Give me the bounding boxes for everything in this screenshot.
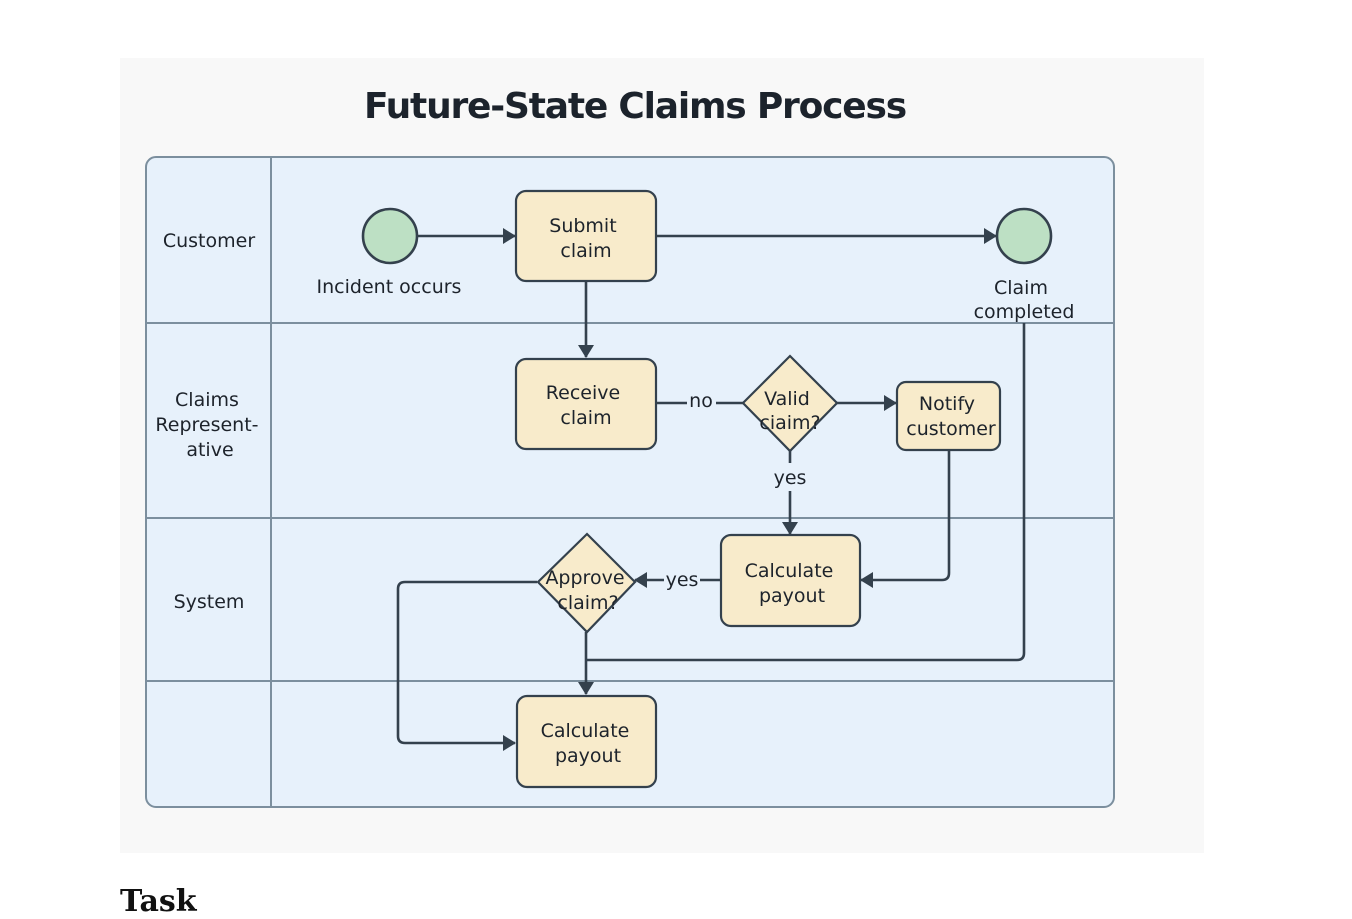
lane-label-customer: Customer	[163, 230, 255, 252]
edge-label-no: no	[689, 390, 713, 412]
pool	[145, 156, 1115, 808]
task-label-line: Calculate	[541, 720, 630, 742]
gateway-label-line: Valid	[764, 388, 810, 410]
task-calculate-payout-final[interactable]	[515, 694, 658, 789]
start-event-incident[interactable]	[361, 207, 419, 265]
task-label-line: Calculate	[745, 560, 834, 582]
end-event-claim-completed[interactable]	[995, 207, 1053, 265]
gateway-approve-claim[interactable]	[536, 532, 637, 634]
event-label-line: completed	[974, 301, 1075, 323]
flow-approve-loop-to-calc2[interactable]	[396, 580, 537, 751]
lane-label-line: Claims	[175, 389, 239, 411]
edge-label-yes: yes	[774, 467, 807, 489]
lane-label-system: System	[174, 591, 245, 613]
lane-label-line: Customer	[163, 230, 255, 252]
lane-label-line: Represent-	[155, 414, 258, 436]
task-label-line: Receive	[546, 382, 620, 404]
task-label-line: payout	[555, 745, 621, 767]
flow-notify-to-calc1[interactable]	[860, 451, 951, 588]
task-label-line: customer	[906, 418, 996, 440]
next-section-heading: Task	[120, 884, 197, 919]
task-label-line: payout	[759, 585, 825, 607]
lane-label-line: System	[174, 591, 245, 613]
start-event-label: Incident occurs	[317, 276, 462, 298]
lane-label-claims-representative: Claims Represent- ative	[155, 389, 264, 461]
task-label-line: Submit	[549, 215, 616, 237]
gateway-valid-claim-label: Valid ciaim?	[759, 388, 820, 434]
task-submit-claim-label: Submit claim	[549, 215, 622, 262]
diagram-title: Future-State Claims Process	[364, 86, 907, 127]
gateway-label-line: Approve	[545, 567, 624, 589]
task-calculate-payout-final-label: Calculate payout	[541, 720, 636, 767]
task-calculate-payout-label: Calculate payout	[745, 560, 840, 607]
swimlane-diagram: Customer Claims Represent- ative System …	[145, 156, 1115, 808]
event-label-line: Claim	[994, 277, 1048, 299]
task-calculate-payout-system[interactable]	[719, 533, 862, 628]
end-event-label: Claim completed	[974, 277, 1075, 323]
task-label-line: claim	[560, 240, 611, 262]
task-receive-claim[interactable]	[514, 357, 658, 451]
edge-label-yes: yes	[666, 569, 699, 591]
gateway-label-line: claim?	[557, 592, 618, 614]
task-notify-customer[interactable]	[895, 380, 1002, 452]
task-label-line: claim	[560, 407, 611, 429]
gateway-approve-claim-label: Approve claim?	[545, 567, 630, 614]
gateway-valid-claim[interactable]	[741, 354, 839, 453]
task-submit-claim[interactable]	[514, 189, 658, 283]
flow-completed-to-calc2[interactable]	[586, 323, 1026, 662]
gateway-label-line: ciaim?	[759, 412, 820, 434]
lane-label-line: ative	[186, 439, 233, 461]
task-notify-customer-label: Notify customer	[906, 393, 996, 440]
task-receive-claim-label: Receive claim	[546, 382, 626, 429]
task-label-line: Notify	[919, 393, 975, 415]
